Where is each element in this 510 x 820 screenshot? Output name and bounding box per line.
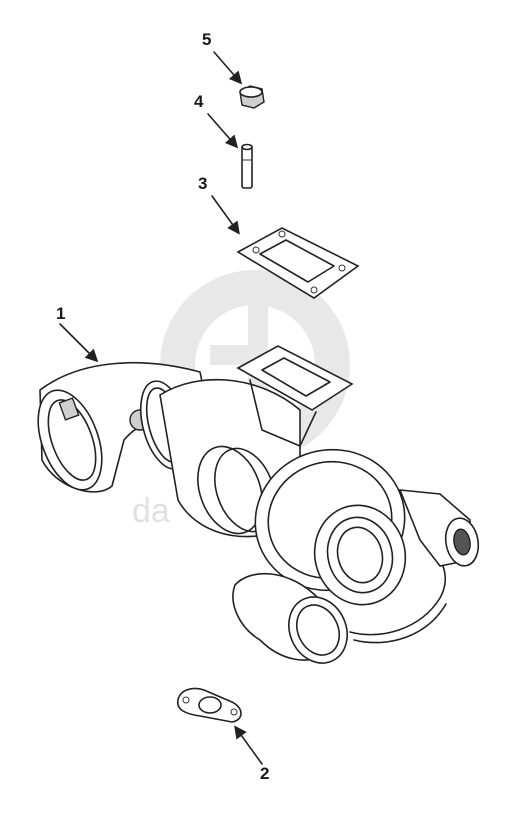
callout-1: 1	[56, 304, 66, 323]
callout-4: 4	[194, 92, 204, 111]
leader-line-4	[207, 113, 239, 149]
part-3-gasket	[236, 227, 360, 299]
part-4-stud	[241, 143, 253, 189]
callout-2: 2	[260, 764, 270, 783]
part-5-nut	[239, 85, 265, 109]
leader-line-1	[59, 323, 99, 363]
leader-line-2	[234, 725, 263, 765]
callout-5: 5	[202, 30, 212, 49]
callout-3: 3	[198, 174, 208, 193]
watermark-text: da	[132, 492, 170, 530]
leader-line-3	[211, 195, 240, 235]
turbocharger-assembly	[139, 345, 480, 664]
leader-line-5	[213, 51, 243, 85]
part-2-gasket	[176, 687, 242, 723]
